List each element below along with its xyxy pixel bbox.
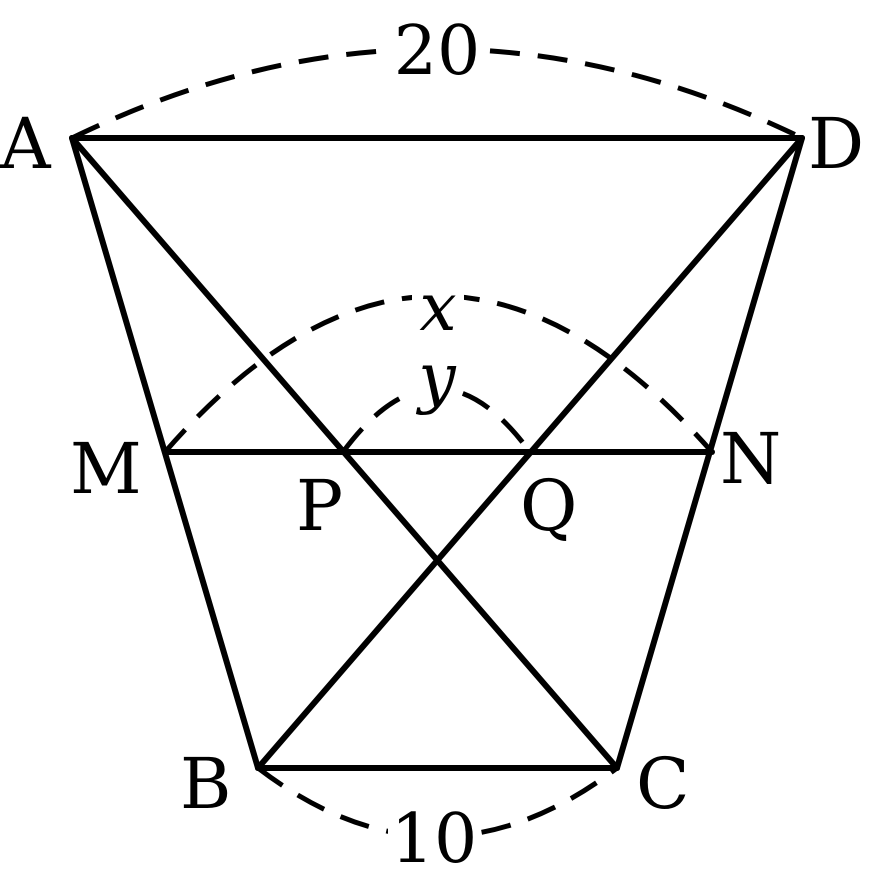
label-bg-x [412, 282, 464, 338]
point-label-C: C [636, 743, 690, 825]
point-label-N: N [720, 418, 781, 500]
length-label-PQ: y [415, 339, 456, 416]
length-label-MN: x [419, 269, 456, 346]
point-label-M: M [70, 428, 142, 510]
point-label-B: B [180, 743, 231, 825]
point-label-A: A [0, 103, 52, 185]
length-label-AD: 20 [394, 12, 481, 91]
length-label-BC: 10 [391, 800, 478, 879]
point-label-D: D [808, 103, 864, 185]
point-label-P: P [296, 465, 343, 547]
label-bg-10 [388, 802, 480, 876]
label-bg-20 [383, 8, 487, 86]
label-bg-y [414, 358, 460, 428]
arc-AD [70, 46, 804, 141]
arc-MN [163, 293, 714, 454]
point-label-Q: Q [520, 465, 577, 547]
